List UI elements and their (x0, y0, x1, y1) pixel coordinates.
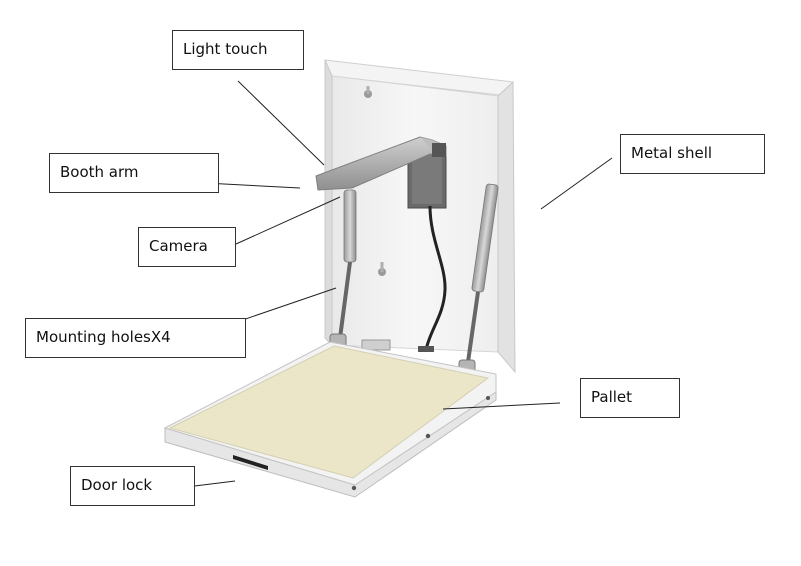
mounting-hole-icon (378, 262, 386, 276)
leader-line-pallet (442, 402, 561, 410)
leader-line-light-touch (237, 80, 325, 166)
label-door-lock: Door lock (70, 466, 195, 506)
label-pallet: Pallet (580, 378, 680, 418)
label-mounting-holes: Mounting holesX4 (25, 318, 246, 358)
door-lock-slot (233, 455, 268, 470)
label-booth-arm: Booth arm (49, 153, 219, 193)
camera-module (407, 149, 447, 352)
metal-shell (324, 59, 516, 374)
leader-line-metal-shell (540, 157, 613, 210)
label-camera: Camera (138, 227, 236, 267)
hinge (361, 339, 391, 351)
label-light-touch: Light touch (172, 30, 304, 70)
label-metal-shell: Metal shell (620, 134, 765, 174)
mounting-hole-icon (364, 86, 372, 98)
booth-arm (315, 136, 447, 191)
pallet (163, 341, 497, 498)
leader-line-camera (235, 196, 341, 245)
